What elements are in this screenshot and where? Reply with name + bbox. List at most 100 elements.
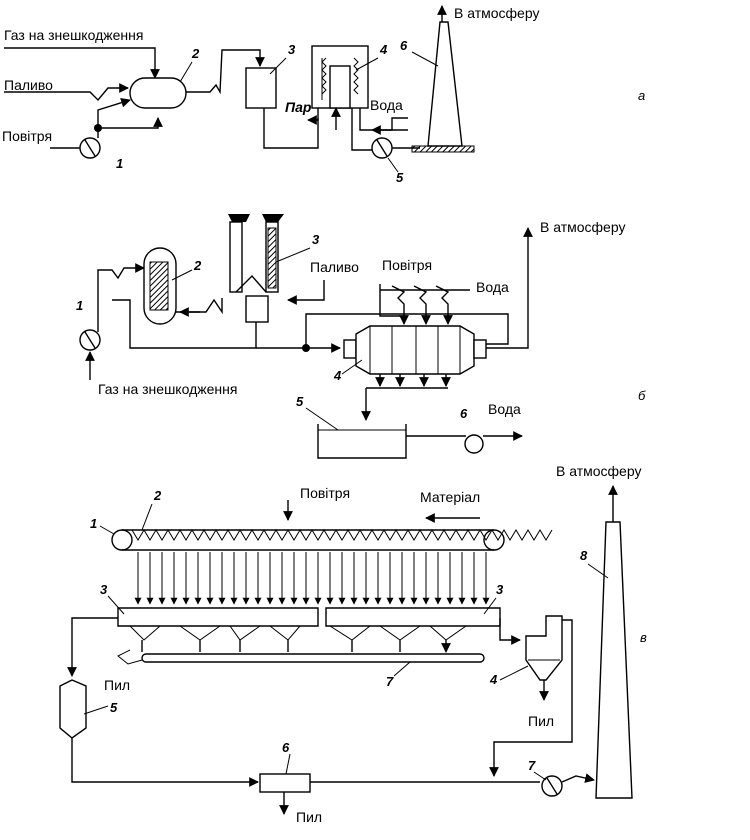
b-scrubber-4 — [355, 325, 475, 375]
b-bypass-loop — [305, 313, 509, 348]
a-steam-out — [307, 108, 319, 125]
b-fuel-label: Паливо — [310, 259, 359, 275]
b-num-1: 1 — [76, 298, 83, 313]
b-num-4: 4 — [333, 368, 342, 383]
c-num-7a: 7 — [386, 674, 394, 689]
b-num-5-leader — [305, 407, 339, 431]
a-unit-3-to-boiler — [263, 108, 319, 149]
a-boiler-inner — [329, 65, 351, 109]
a-boiler-coils — [321, 57, 359, 100]
a-steam-label: Пар — [285, 99, 312, 115]
b-water-top-label: Вода — [476, 279, 509, 295]
b-furnace-grate — [235, 274, 267, 293]
c-fan-7-vane — [546, 777, 558, 795]
c-dust-conveyor-7 — [141, 653, 485, 663]
c-atmosphere-label: В атмосферу — [556, 463, 641, 479]
b-variant-letter: б — [638, 388, 646, 403]
c-filter-6 — [259, 773, 311, 793]
a-num-3-leader — [269, 57, 287, 75]
c-num-5: 5 — [110, 700, 118, 715]
c-gas-to-cyclone-4 — [499, 618, 521, 645]
c-num-1-leader — [99, 525, 115, 535]
c-num-3b-leader — [483, 597, 497, 615]
b-regen-to-furnace — [176, 298, 223, 315]
a-num-5: 5 — [396, 170, 404, 185]
b-air-label: Повітря — [382, 257, 432, 273]
a-combustor-2 — [129, 77, 187, 109]
a-num-2-leader — [179, 61, 193, 83]
a-fan-5-vane — [376, 139, 388, 157]
c-dust-right-label: Пил — [528, 713, 554, 729]
b-num-2-leader — [171, 269, 193, 281]
a-gas-to-unit-3 — [186, 49, 265, 95]
c-num-4: 4 — [489, 672, 498, 687]
b-spray-3 — [435, 285, 453, 325]
c-num-8-leader — [587, 563, 609, 579]
scheme-a: Газ на знешкодження Паливо Повітря В атм… — [2, 5, 645, 185]
b-furnace-base — [245, 295, 269, 323]
c-num-3a: 3 — [100, 582, 108, 597]
c-fan-to-stack — [561, 773, 595, 783]
b-gas-label: Газ на знешкодження — [98, 381, 237, 397]
a-num-2: 2 — [191, 46, 200, 61]
c-dust-discharge — [117, 649, 143, 665]
a-unit-3 — [245, 67, 277, 109]
b-water-inlet — [379, 284, 400, 317]
c-num-3b: 3 — [496, 582, 504, 597]
b-num-3-leader — [275, 247, 311, 263]
b-num-4-leader — [341, 359, 363, 375]
c-cyclone-5 — [59, 679, 87, 739]
b-tank-5 — [317, 424, 407, 459]
a-fan-1-vane — [84, 139, 96, 157]
b-furnace-packing — [267, 227, 277, 289]
b-atmosphere-label: В атмосферу — [540, 219, 625, 235]
b-drain-header — [366, 387, 448, 420]
c-collector-3b — [325, 607, 501, 627]
b-num-5: 5 — [296, 394, 304, 409]
a-air-bypass — [98, 117, 163, 129]
c-gas-to-cyclone-5 — [67, 617, 118, 677]
a-stack-6 — [427, 21, 463, 147]
c-cyclone-to-filter — [71, 738, 259, 787]
b-scrubber-sections — [369, 326, 461, 374]
c-num-8: 8 — [580, 548, 588, 563]
c-num-3a-leader — [107, 595, 125, 615]
c-hoppers — [129, 625, 467, 641]
b-exhaust-line — [486, 227, 533, 349]
a-num-4-leader — [355, 57, 379, 71]
c-hopper-drops — [141, 640, 446, 652]
b-regenerator-packing — [149, 261, 169, 311]
c-drum-left — [111, 529, 133, 551]
b-hopper-left — [228, 214, 250, 222]
a-gas-line — [4, 47, 160, 79]
a-num-1: 1 — [116, 156, 123, 171]
a-num-4: 4 — [379, 42, 388, 57]
c-num-6: 6 — [282, 740, 290, 755]
b-water-bottom-label: Вода — [488, 401, 521, 417]
c-num-6-leader — [285, 753, 291, 775]
c-num-1: 1 — [90, 516, 97, 531]
a-gas-label: Газ на знешкодження — [4, 27, 143, 43]
b-gas-to-regenerator — [97, 263, 145, 332]
a-num-6-leader — [411, 51, 439, 67]
b-fuel-line — [287, 280, 325, 305]
c-num-5-leader — [83, 705, 109, 715]
c-material-label: Матеріал — [420, 489, 480, 505]
a-num-5-leader — [387, 157, 399, 173]
a-air-label: Повітря — [2, 128, 52, 144]
a-fuel-line — [4, 83, 129, 102]
a-atmosphere-label: В атмосферу — [454, 5, 539, 21]
a-boiler-to-fan-5 — [351, 108, 372, 151]
c-num-2: 2 — [153, 488, 162, 503]
b-pump-6 — [464, 434, 484, 454]
a-stack-base — [411, 145, 475, 153]
a-variant-letter: а — [638, 88, 645, 103]
b-spray-2 — [413, 285, 431, 325]
c-collector-3a — [117, 607, 319, 627]
c-cyclone-4 — [525, 615, 563, 681]
c-num-2-leader — [141, 503, 153, 531]
c-air-label: Повітря — [300, 485, 350, 501]
c-variant-letter: в — [640, 630, 647, 645]
c-num-7b-leader — [533, 771, 547, 781]
